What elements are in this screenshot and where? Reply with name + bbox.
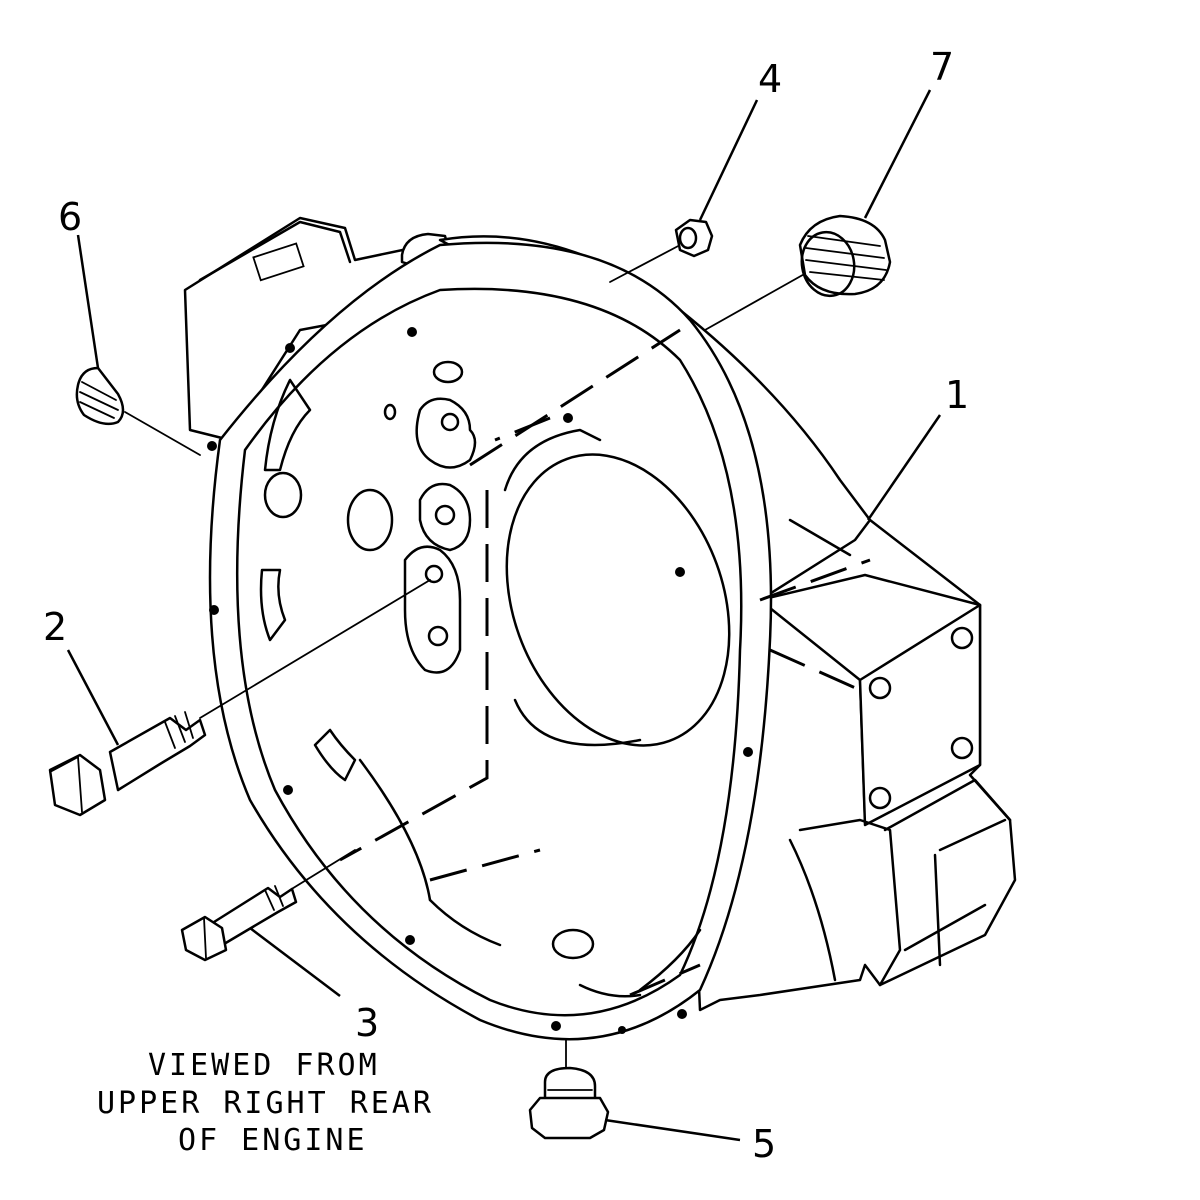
callout-3: 3: [355, 1001, 379, 1045]
plug-part-6: [75, 366, 201, 456]
plug-part-7: [704, 214, 892, 331]
leader-4: [698, 99, 759, 221]
view-note-line-1: VIEWED FROM: [148, 1048, 380, 1083]
plug-part-5: [528, 1039, 610, 1140]
view-note: VIEWED FROM UPPER RIGHT REAR OF ENGINE: [97, 1048, 434, 1158]
flywheel-housing: [183, 216, 1017, 1041]
callout-6: 6: [58, 195, 82, 239]
flange-bolt-holes: [207, 327, 753, 1034]
bolt-part-3: [180, 849, 356, 962]
callout-2: 2: [43, 605, 67, 649]
leader-1: [866, 414, 942, 521]
leader-7: [863, 89, 932, 219]
view-note-line-3: OF ENGINE: [178, 1123, 368, 1158]
leader-2: [66, 649, 120, 746]
callout-7: 7: [930, 45, 954, 89]
fitting-part-4: [609, 218, 714, 283]
leader-5: [604, 1118, 741, 1142]
leader-3: [249, 927, 341, 997]
view-note-line-2: UPPER RIGHT REAR: [97, 1086, 434, 1121]
callout-1: 1: [945, 373, 969, 417]
callout-5: 5: [752, 1122, 776, 1166]
leader-6: [76, 234, 100, 369]
bolt-part-2: [48, 579, 431, 817]
callout-4: 4: [758, 57, 782, 101]
